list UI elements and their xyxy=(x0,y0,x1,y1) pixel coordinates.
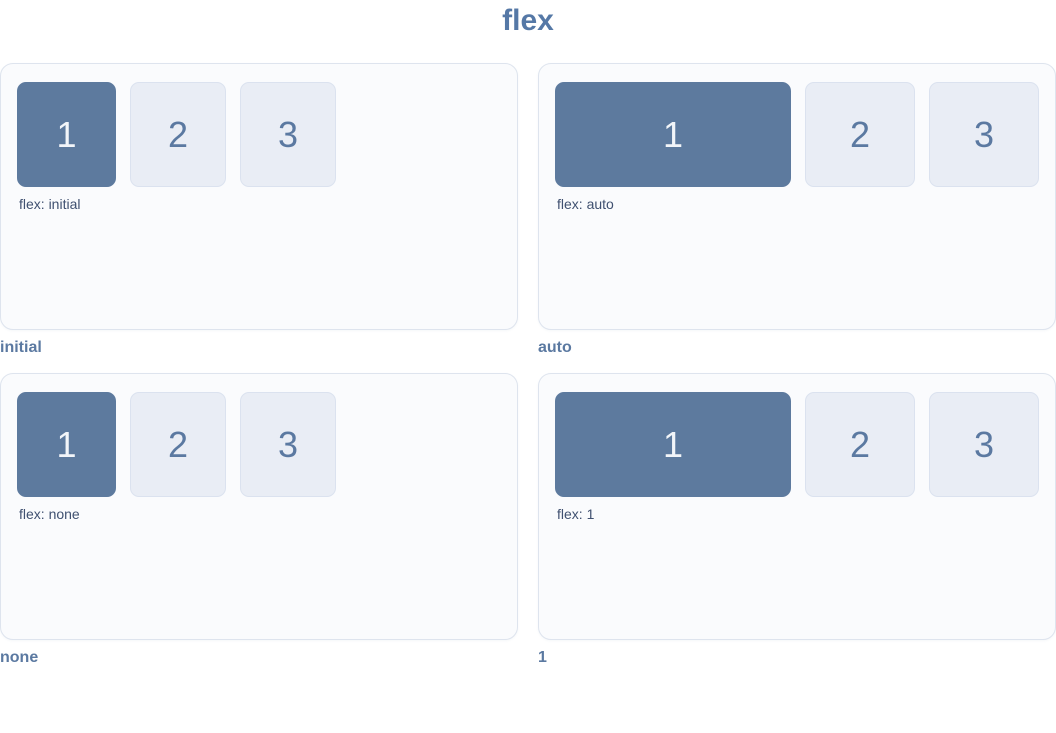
demo-cell-initial: 1 2 3 flex: initial initial xyxy=(0,63,518,373)
demo-card-1: 1 2 3 flex: 1 xyxy=(538,373,1056,640)
panel-caption: 1 xyxy=(538,649,547,666)
flex-item-1: 1 xyxy=(17,392,116,497)
flex-value-label: flex: auto xyxy=(557,196,614,212)
demo-grid: 1 2 3 flex: initial initial 1 2 3 flex: … xyxy=(0,63,1056,683)
flex-box-row: 1 2 3 xyxy=(17,82,501,187)
panel-caption: auto xyxy=(538,339,572,356)
flex-item-1: 1 xyxy=(17,82,116,187)
page-title: flex xyxy=(502,4,554,37)
flex-value-label: flex: 1 xyxy=(557,506,595,522)
flex-item-1: 1 xyxy=(555,82,791,187)
flex-item-1: 1 xyxy=(555,392,791,497)
flex-item-3: 3 xyxy=(929,392,1039,497)
demo-card-auto: 1 2 3 flex: auto xyxy=(538,63,1056,330)
flex-box-row: 1 2 3 xyxy=(17,392,501,497)
flex-item-3: 3 xyxy=(929,82,1039,187)
flex-item-2: 2 xyxy=(805,392,915,497)
flex-item-3: 3 xyxy=(240,392,336,497)
demo-card-none: 1 2 3 flex: none xyxy=(0,373,518,640)
demo-cell-none: 1 2 3 flex: none none xyxy=(0,373,518,683)
flex-value-label: flex: initial xyxy=(19,196,81,212)
flex-box-row: 1 2 3 xyxy=(555,82,1039,187)
demo-cell-auto: 1 2 3 flex: auto auto xyxy=(538,63,1056,373)
panel-caption: initial xyxy=(0,339,42,356)
flex-item-3: 3 xyxy=(240,82,336,187)
flex-item-2: 2 xyxy=(130,392,226,497)
panel-caption: none xyxy=(0,649,39,666)
demo-card-initial: 1 2 3 flex: initial xyxy=(0,63,518,330)
flex-box-row: 1 2 3 xyxy=(555,392,1039,497)
flex-item-2: 2 xyxy=(130,82,226,187)
flex-value-label: flex: none xyxy=(19,506,80,522)
demo-cell-1: 1 2 3 flex: 1 1 xyxy=(538,373,1056,683)
flex-item-2: 2 xyxy=(805,82,915,187)
